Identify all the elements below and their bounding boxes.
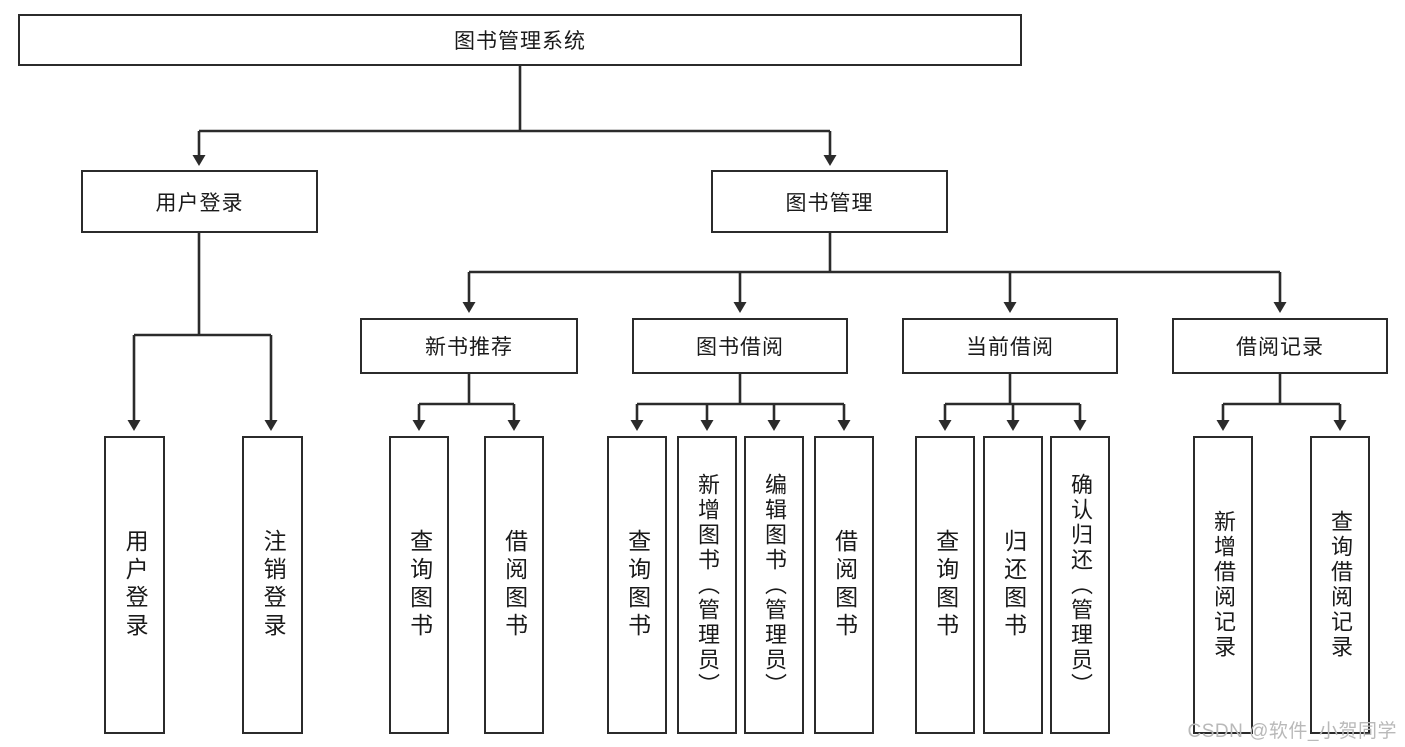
node-root-label: 图书管理系统 xyxy=(454,30,586,53)
leaf-confirm-return-admin[interactable]: 确认归还（管理员） xyxy=(1050,436,1110,734)
leaf-return-book[interactable]: 归还图书 xyxy=(983,436,1043,734)
leaf-recommend-borrow-book[interactable]: 借阅图书 xyxy=(484,436,544,734)
node-borrow-record-label: 借阅记录 xyxy=(1236,336,1324,359)
watermark-text: CSDN @软件_小贺同学 xyxy=(1187,721,1397,742)
leaf-edit-book-admin[interactable]: 编辑图书（管理员） xyxy=(744,436,804,734)
leaf-add-book-admin[interactable]: 新增图书（管理员） xyxy=(677,436,737,734)
leaf-logout[interactable]: 注销登录 xyxy=(242,436,303,734)
leaf-query-borrow-record-label: 查询借阅记录 xyxy=(1327,510,1353,660)
node-borrow-record[interactable]: 借阅记录 xyxy=(1172,318,1388,374)
node-current-borrow[interactable]: 当前借阅 xyxy=(902,318,1118,374)
leaf-logout-label: 注销登录 xyxy=(260,529,287,641)
leaf-borrow-query-book-label: 查询图书 xyxy=(624,529,651,641)
node-book-borrow[interactable]: 图书借阅 xyxy=(632,318,848,374)
leaf-borrow-book[interactable]: 借阅图书 xyxy=(814,436,874,734)
node-new-book-recommend-label: 新书推荐 xyxy=(425,336,513,359)
leaf-recommend-query-book[interactable]: 查询图书 xyxy=(389,436,449,734)
leaf-add-book-admin-label: 新增图书（管理员） xyxy=(694,472,720,698)
leaf-user-login-label: 用户登录 xyxy=(122,529,149,641)
leaf-borrow-book-label: 借阅图书 xyxy=(831,529,858,641)
leaf-borrow-query-book[interactable]: 查询图书 xyxy=(607,436,667,734)
leaf-user-login[interactable]: 用户登录 xyxy=(104,436,165,734)
node-current-borrow-label: 当前借阅 xyxy=(966,336,1054,359)
leaf-recommend-query-book-label: 查询图书 xyxy=(406,529,433,641)
leaf-recommend-borrow-book-label: 借阅图书 xyxy=(501,529,528,641)
leaf-confirm-return-admin-label: 确认归还（管理员） xyxy=(1067,472,1093,698)
node-book-borrow-label: 图书借阅 xyxy=(696,336,784,359)
leaf-current-query-book-label: 查询图书 xyxy=(932,529,959,641)
node-user-login[interactable]: 用户登录 xyxy=(81,170,318,233)
leaf-current-query-book[interactable]: 查询图书 xyxy=(915,436,975,734)
node-new-book-recommend[interactable]: 新书推荐 xyxy=(360,318,578,374)
leaf-query-borrow-record[interactable]: 查询借阅记录 xyxy=(1310,436,1370,734)
node-user-login-label: 用户登录 xyxy=(155,191,244,215)
node-book-management[interactable]: 图书管理 xyxy=(711,170,948,233)
node-book-management-label: 图书管理 xyxy=(785,191,874,215)
leaf-return-book-label: 归还图书 xyxy=(1000,529,1027,641)
leaf-add-borrow-record[interactable]: 新增借阅记录 xyxy=(1193,436,1253,734)
node-root[interactable]: 图书管理系统 xyxy=(18,14,1022,66)
leaf-add-borrow-record-label: 新增借阅记录 xyxy=(1210,510,1236,660)
leaf-edit-book-admin-label: 编辑图书（管理员） xyxy=(761,472,787,698)
